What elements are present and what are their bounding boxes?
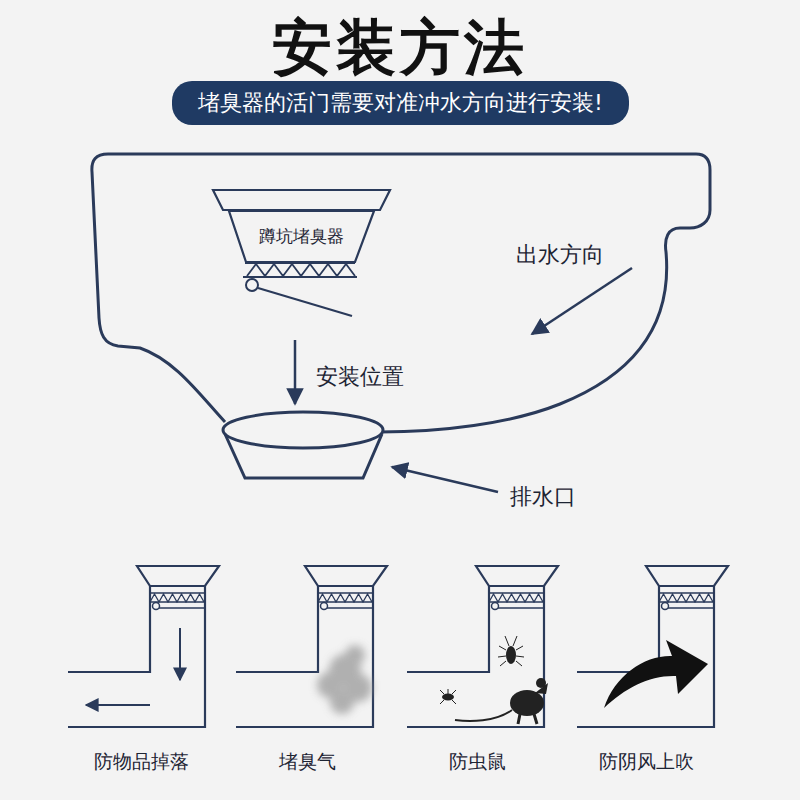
node-text: 蹲坑堵臭器 <box>259 225 344 248</box>
banner: 堵臭器的活门需要对准冲水方向进行安装! <box>172 81 629 125</box>
title: 安装方法 <box>272 8 528 89</box>
function-caption: 防阴风上吹 <box>599 749 694 775</box>
function-caption: 防虫鼠 <box>449 749 506 775</box>
position-label: 安装位置 <box>316 362 404 392</box>
odor-trap-body: 蹲坑堵臭器 <box>228 210 375 263</box>
direction-label: 出水方向 <box>516 240 604 270</box>
toilet-outline <box>92 154 710 432</box>
function-caption: 防物品掉落 <box>94 749 189 775</box>
function-caption: 堵臭气 <box>279 749 336 775</box>
node-text: 堵臭器的活门需要对准冲水方向进行安装! <box>198 88 603 118</box>
drain-label: 排水口 <box>510 482 576 512</box>
